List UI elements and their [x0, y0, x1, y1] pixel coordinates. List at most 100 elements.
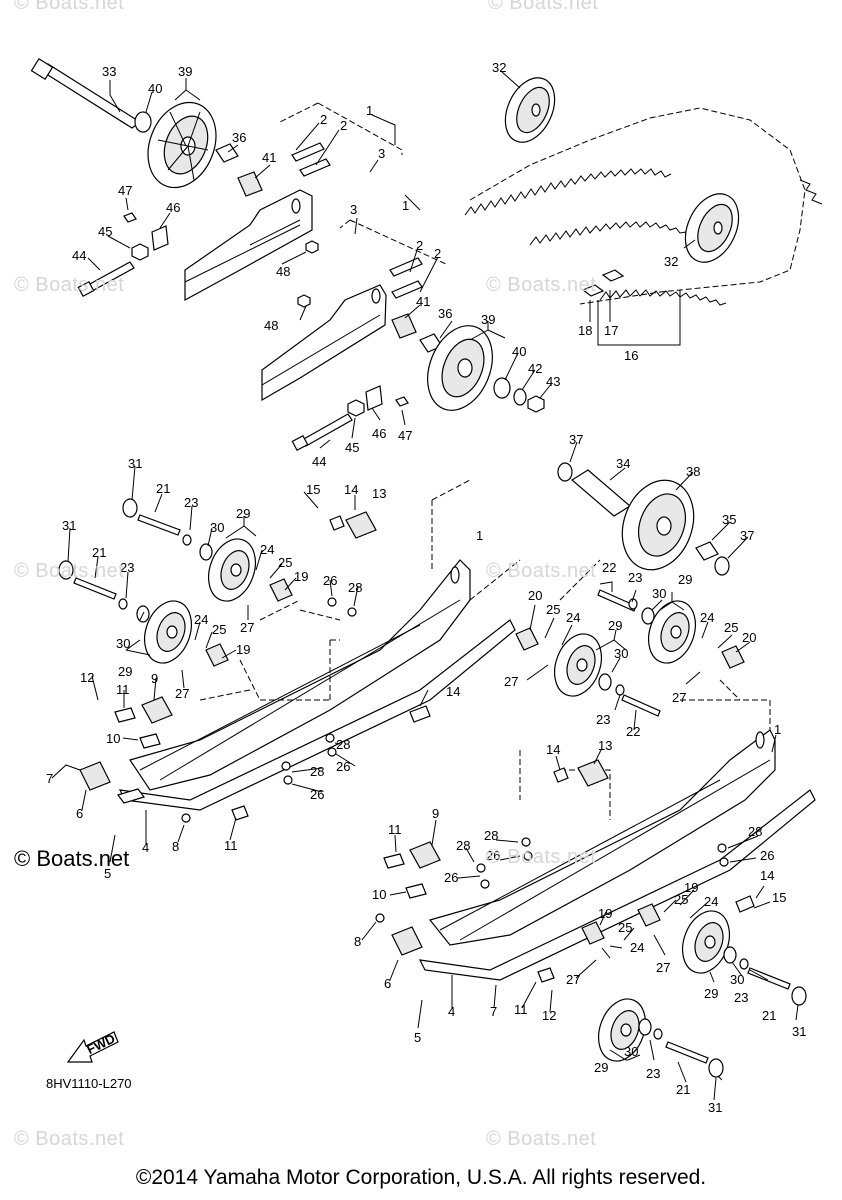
- bearing-30-e: [723, 946, 737, 964]
- bearing-40-middle: [493, 377, 511, 399]
- callout-28: 28: [310, 764, 324, 779]
- watermark: © Boats.net: [14, 274, 125, 296]
- watermark-main: © Boats.net: [14, 846, 130, 871]
- callout-8: 8: [354, 934, 361, 949]
- bracket-41-middle: [391, 313, 417, 339]
- callout-26: 26: [760, 848, 774, 863]
- callout-3: 3: [350, 202, 357, 217]
- callout-28: 28: [484, 828, 498, 843]
- callout-21: 21: [156, 481, 170, 496]
- clip-14-left-rail: [409, 705, 431, 723]
- drawing-code: 8HV1110-L270: [46, 1076, 132, 1091]
- callout-33: 33: [102, 64, 116, 79]
- fwd-arrow-icon: [66, 1031, 119, 1063]
- bracket-19-c: [637, 903, 661, 927]
- callout-2: 2: [340, 118, 347, 133]
- cap-31-b: [58, 560, 74, 580]
- callout-10: 10: [372, 887, 386, 902]
- callout-25: 25: [212, 622, 226, 637]
- bracket-20-b: [721, 645, 745, 669]
- bearing-30-d: [641, 607, 655, 625]
- callout-6: 6: [384, 976, 391, 991]
- callout-34: 34: [616, 456, 630, 471]
- copyright-notice: ©2014 Yamaha Motor Corporation, U.S.A. A…: [135, 1166, 707, 1189]
- callout-24: 24: [194, 612, 208, 627]
- callout-19: 19: [684, 880, 698, 895]
- callout-21: 21: [92, 545, 106, 560]
- leader-dashes-right: [519, 679, 771, 820]
- link-2-upper: [291, 142, 325, 162]
- watermark: © Boats.net: [486, 560, 597, 582]
- clip-14-right: [553, 767, 569, 783]
- callout-36: 36: [438, 306, 452, 321]
- callout-11: 11: [224, 838, 238, 853]
- callout-16: 16: [624, 348, 638, 363]
- callout-22: 22: [602, 560, 616, 575]
- bearing-40-upper: [134, 111, 152, 133]
- callout-26: 26: [486, 848, 500, 863]
- callout-29: 29: [236, 506, 250, 521]
- callout-2: 2: [320, 112, 327, 127]
- bolt-21-b: [73, 577, 117, 600]
- callout-27: 27: [504, 674, 518, 689]
- callout-12: 12: [542, 1008, 556, 1023]
- track-outline: [464, 107, 823, 306]
- callout-40: 40: [512, 344, 526, 359]
- callout-23: 23: [628, 570, 642, 585]
- washer-23-b: [118, 598, 128, 610]
- idler-wheel-middle: [427, 325, 493, 411]
- callout-24: 24: [630, 940, 644, 955]
- plate-46-upper: [151, 225, 169, 251]
- end-11-left: [231, 805, 249, 821]
- slider-13-top: [345, 511, 377, 539]
- track-wheel-lower: [684, 193, 740, 263]
- nut-48-middle: [297, 294, 311, 308]
- callout-37: 37: [569, 432, 583, 447]
- link-2-middle-b: [391, 280, 423, 299]
- callout-25: 25: [724, 620, 738, 635]
- callout-19: 19: [598, 906, 612, 921]
- callout-7: 7: [490, 1004, 497, 1019]
- callout-15: 15: [772, 890, 786, 905]
- bearing-30-a: [199, 543, 213, 561]
- callout-27: 27: [656, 960, 670, 975]
- bolt-22-a: [597, 589, 637, 612]
- end-11-right: [537, 967, 555, 983]
- callout-14: 14: [760, 868, 774, 883]
- callout-39: 39: [481, 312, 495, 327]
- bogie-wheel-mid: [554, 633, 602, 697]
- callout-24: 24: [566, 610, 580, 625]
- plate-10-right: [405, 883, 427, 899]
- callout-5: 5: [414, 1030, 421, 1045]
- washer-45-upper: [131, 243, 149, 261]
- plate-11-left: [114, 707, 136, 723]
- callout-35: 35: [722, 512, 736, 527]
- callout-31: 31: [708, 1100, 722, 1115]
- plate-10-left: [139, 733, 161, 749]
- shaft-upper-left: [30, 57, 142, 129]
- callout-42: 42: [528, 361, 542, 376]
- callout-25: 25: [674, 892, 688, 907]
- spacer-37-left: [557, 462, 573, 482]
- washer-23-e: [615, 684, 625, 696]
- callout-32: 32: [664, 254, 678, 269]
- leader-lines: [51, 71, 799, 1101]
- bolt-44-upper: [77, 261, 135, 298]
- nuts-26-28: [181, 597, 729, 923]
- callout-29: 29: [118, 664, 132, 679]
- nut-48-upper: [305, 240, 319, 254]
- callout-27: 27: [175, 686, 189, 701]
- callout-1: 1: [476, 528, 483, 543]
- callout-24: 24: [704, 894, 718, 909]
- idler-wheel-upper-left: [147, 101, 217, 189]
- callout-30: 30: [614, 646, 628, 661]
- bolt-21-c: [747, 967, 791, 990]
- callout-25: 25: [546, 602, 560, 617]
- callout-41: 41: [262, 150, 276, 165]
- plate-46-middle: [365, 385, 383, 411]
- callout-30: 30: [116, 636, 130, 651]
- slide-rail-upper: [184, 189, 313, 302]
- callout-38: 38: [686, 464, 700, 479]
- callout-48: 48: [276, 264, 290, 279]
- clip-14-top: [329, 515, 345, 531]
